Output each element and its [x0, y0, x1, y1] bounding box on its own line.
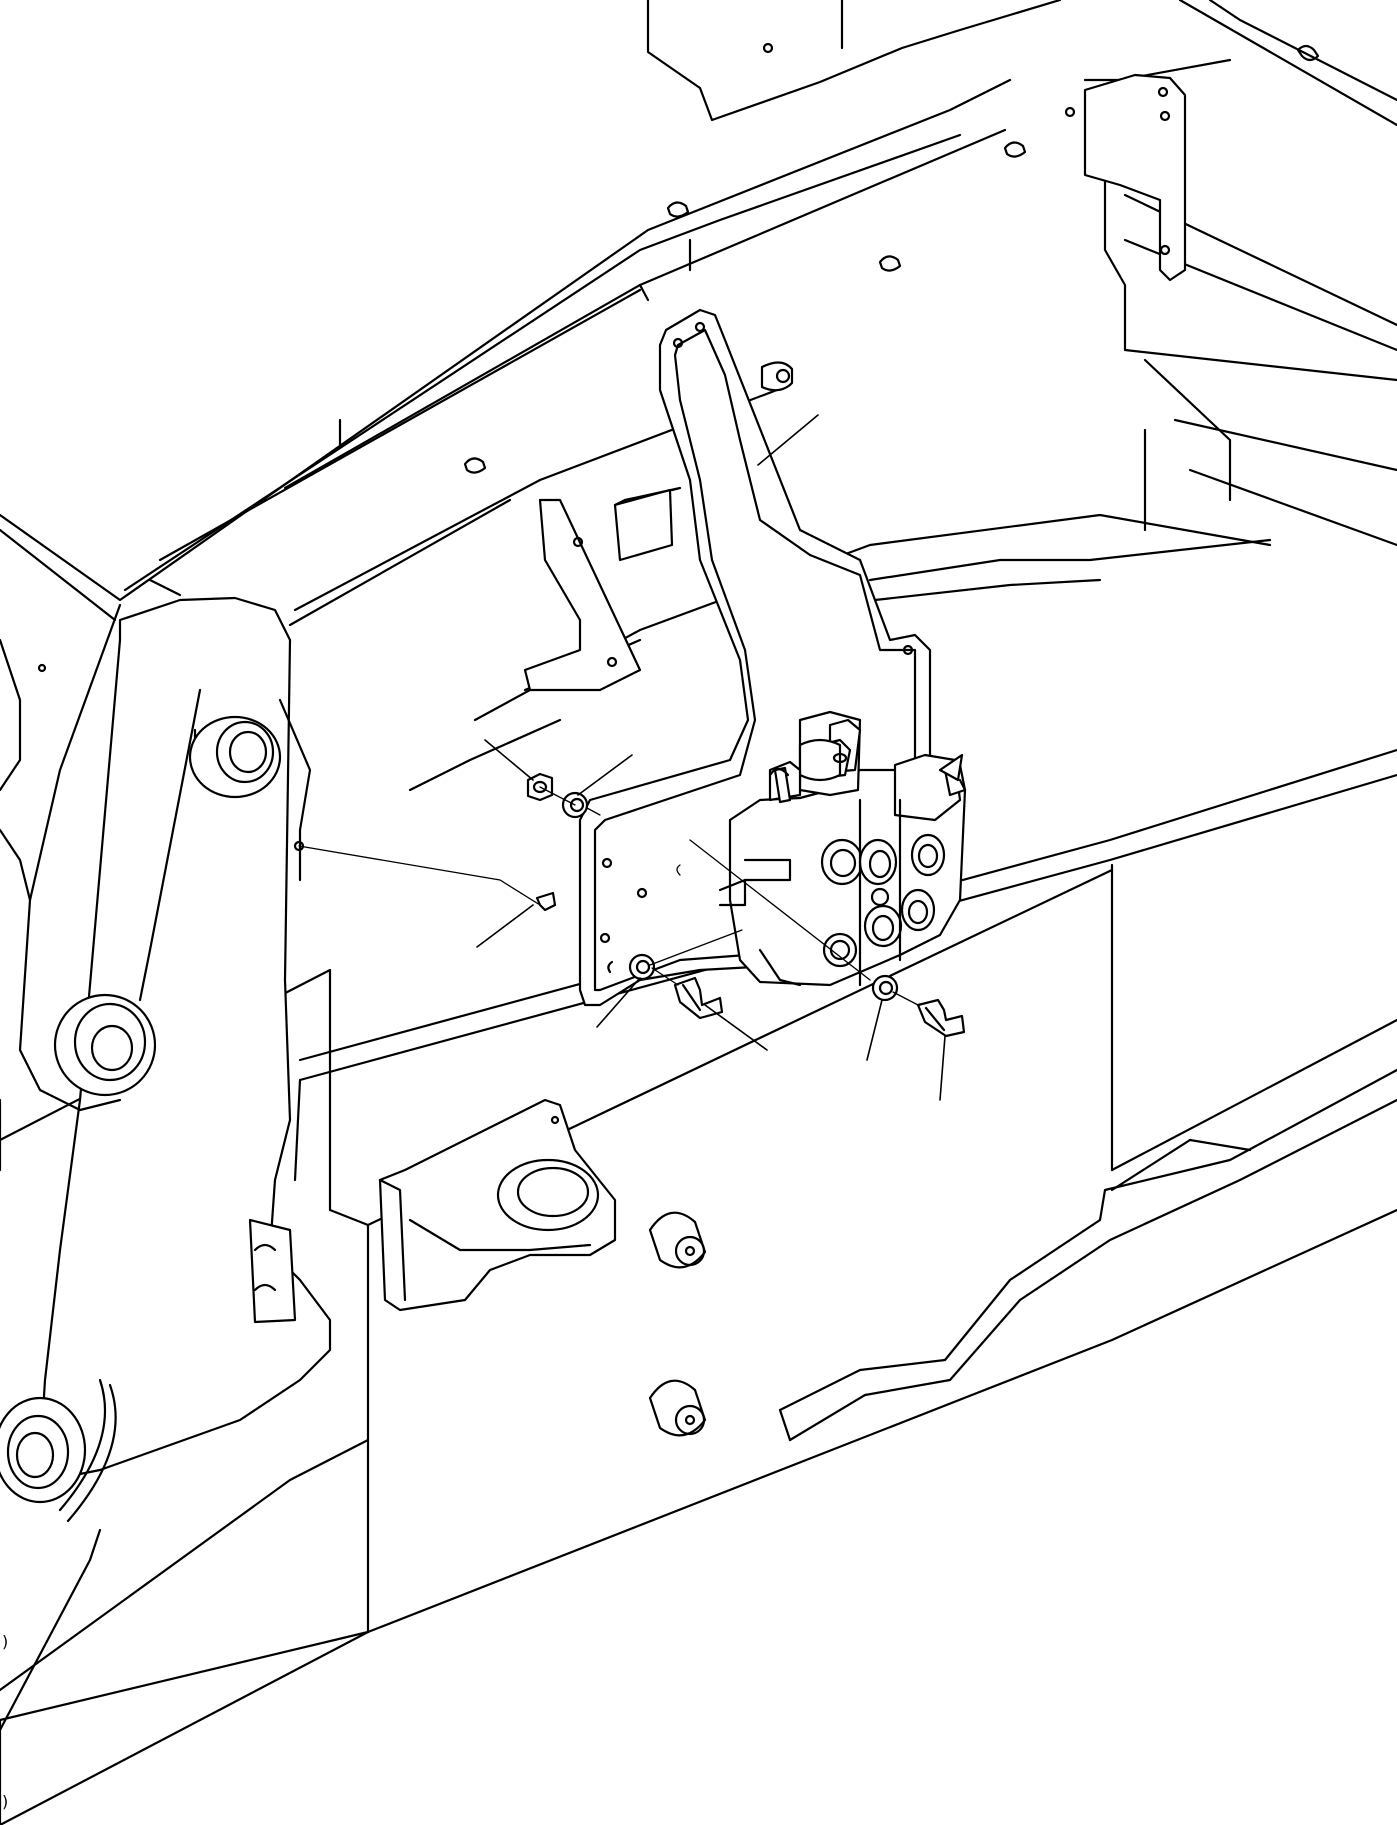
lift-arm	[0, 578, 332, 1523]
leader-nut	[484, 739, 534, 781]
frame-top-details	[293, 361, 794, 906]
leader-lower-washer-right	[866, 999, 883, 1061]
control-valve	[718, 710, 967, 987]
front-frame-lower	[378, 1098, 707, 1437]
edge-mark-lower: )	[2, 1792, 9, 1811]
main-frame	[0, 78, 1397, 1825]
edge-mark-upper: )	[2, 1632, 9, 1651]
leader-bolt-left	[704, 1004, 768, 1051]
leader-bolt-right	[939, 1035, 946, 1101]
leader-bracket	[757, 414, 819, 466]
leader-clip	[476, 904, 534, 948]
assembly-centerlines	[539, 786, 919, 1006]
leader-lines	[476, 414, 946, 1101]
rear-frame	[646, 0, 1397, 602]
leader-lower-washer-left	[596, 977, 641, 1028]
leader-upper-washer	[577, 754, 633, 796]
